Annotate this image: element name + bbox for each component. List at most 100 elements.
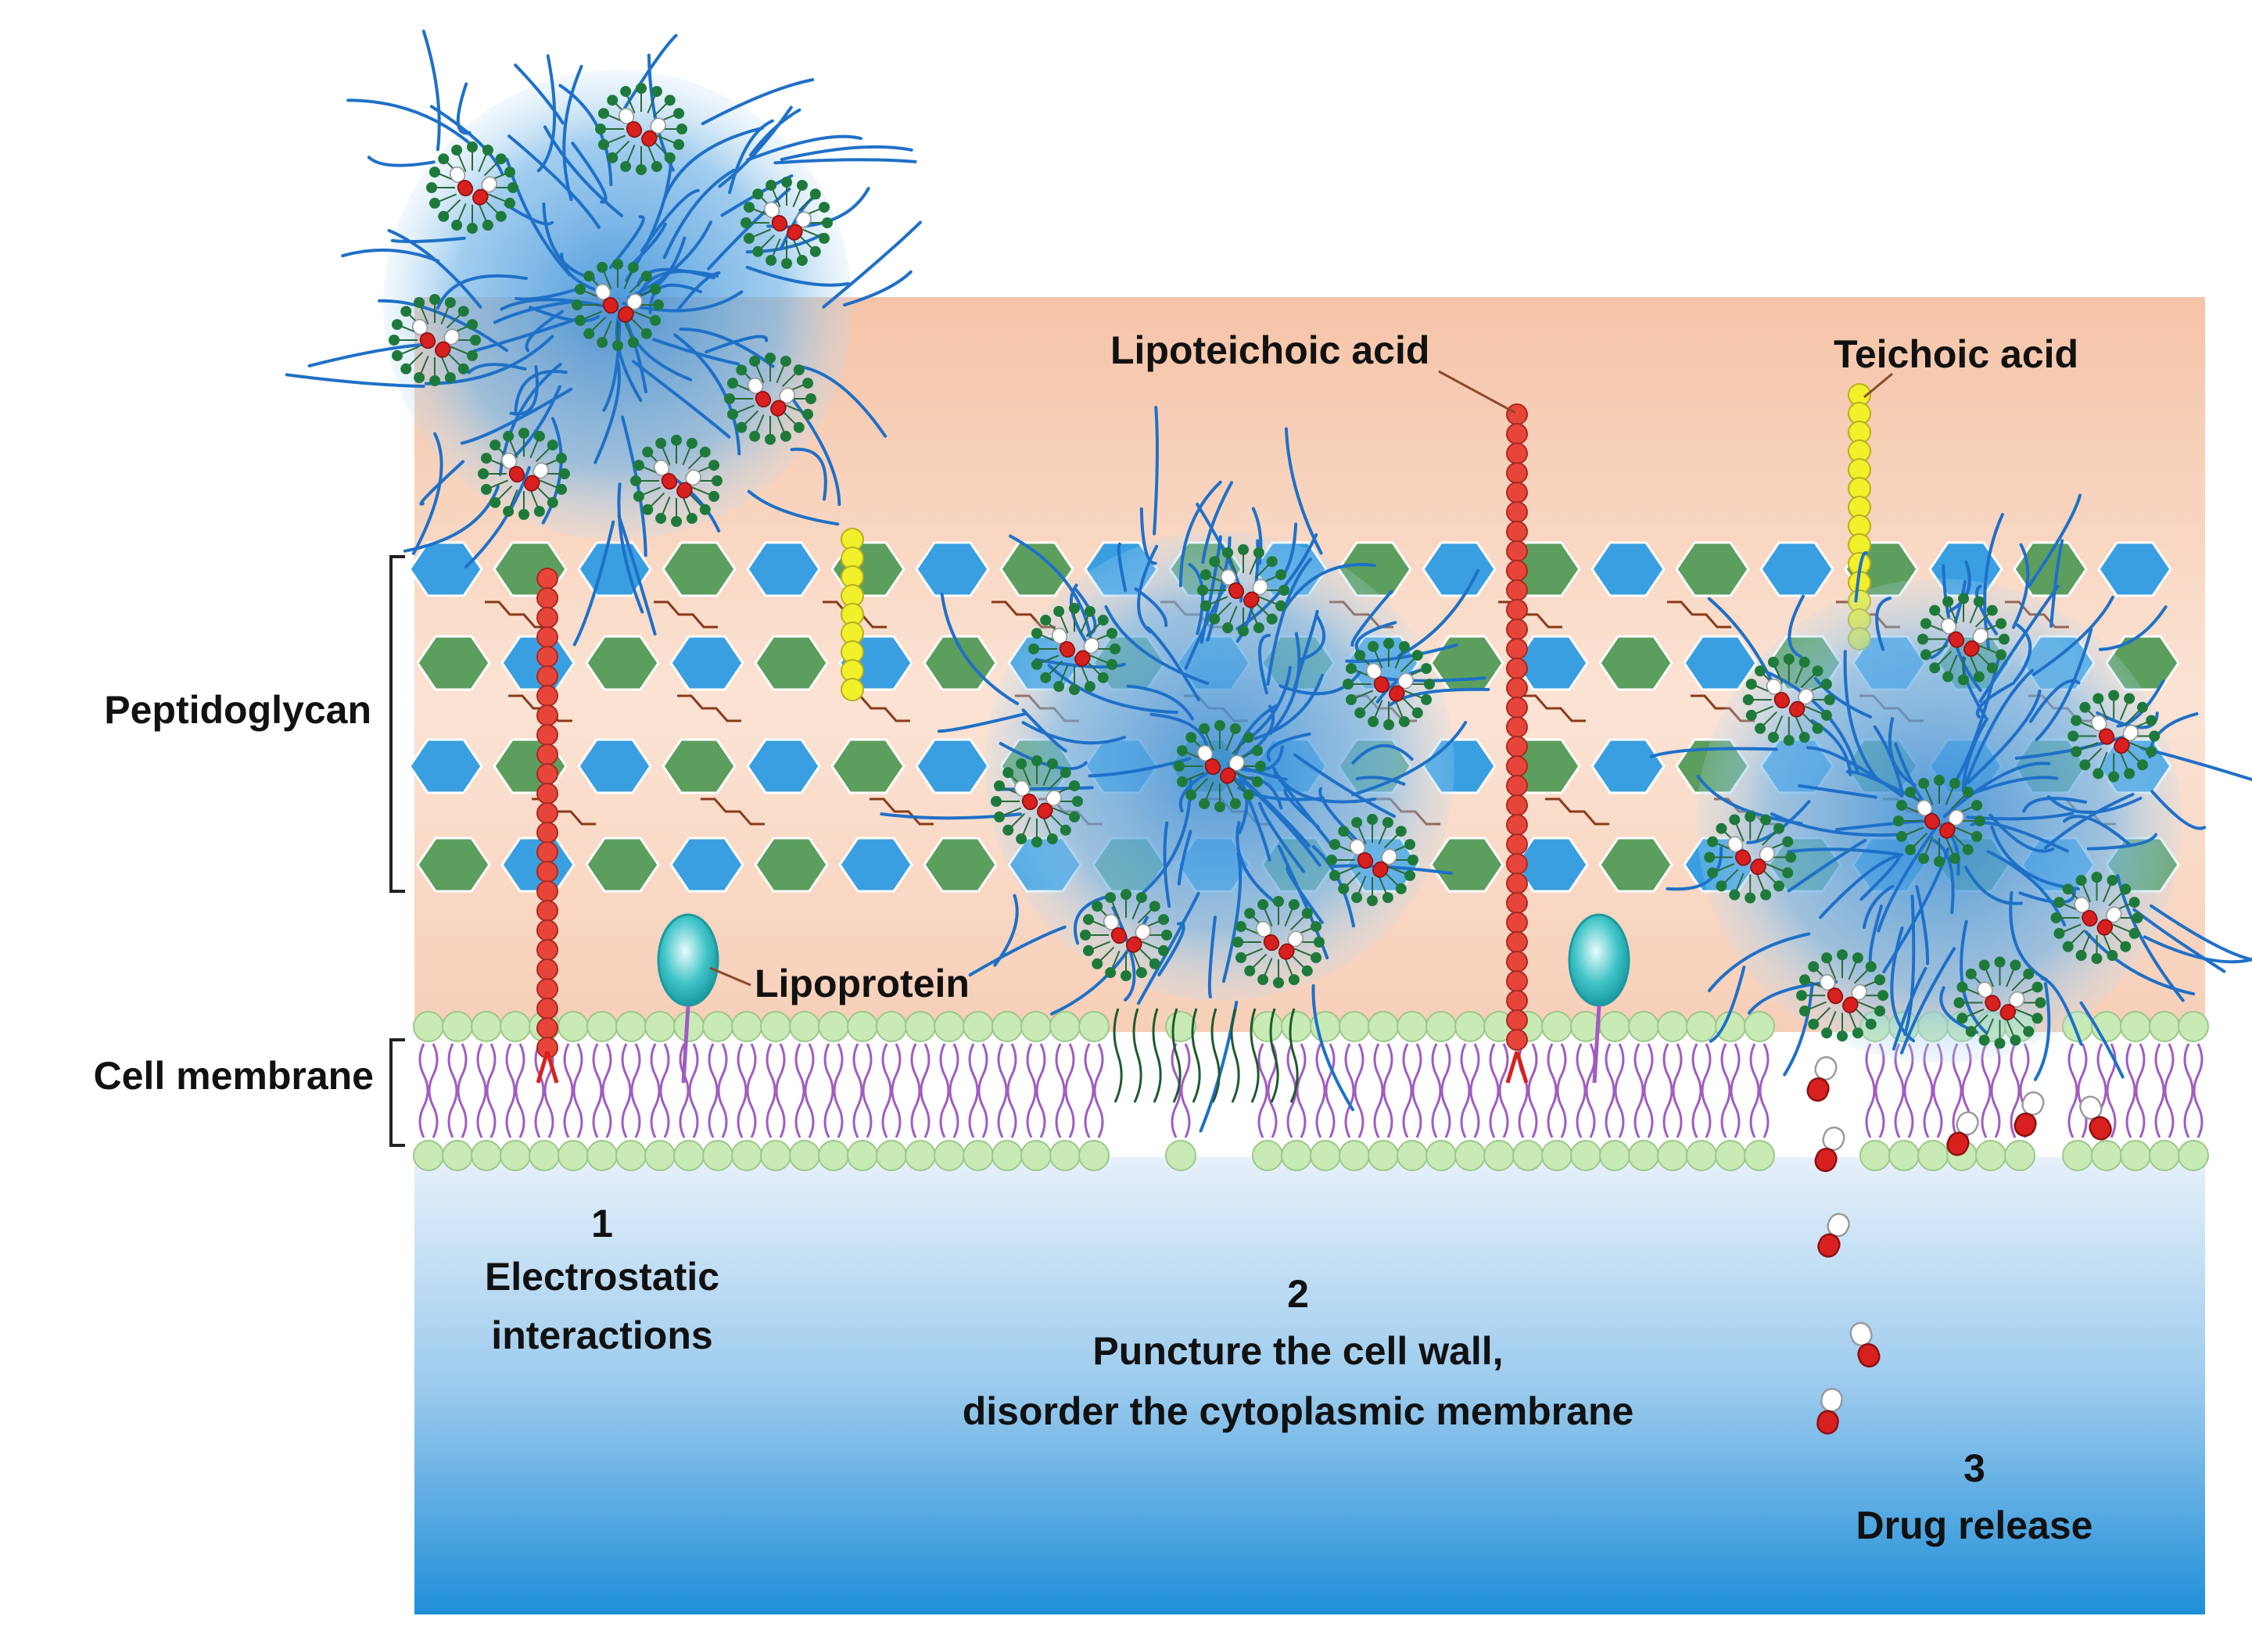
micelle-head xyxy=(467,223,478,234)
lipoteichoic-bead xyxy=(536,587,558,609)
micelle-head xyxy=(1973,671,1985,683)
micelle-head xyxy=(780,355,791,367)
lipid-head xyxy=(876,1140,907,1171)
micelle-head xyxy=(597,138,609,150)
micelle-head xyxy=(2132,912,2143,923)
polymer-chain xyxy=(822,220,922,309)
lipid-tail xyxy=(1701,1043,1712,1138)
lipid-head xyxy=(586,1011,618,1042)
drug-capsule xyxy=(435,328,460,358)
micelle-head xyxy=(1773,880,1784,892)
lipid-head xyxy=(702,1011,733,1042)
micelle-head xyxy=(1958,593,1969,604)
lipoteichoic-bead xyxy=(1506,794,1528,816)
lipid-head xyxy=(963,1011,994,1042)
micelle-head xyxy=(796,179,808,191)
micelle-head xyxy=(1197,585,1208,596)
micelle-head xyxy=(993,811,1005,822)
micelle xyxy=(1953,956,2046,1049)
polymer-chain xyxy=(1964,865,2023,905)
polymer-chain xyxy=(2049,539,2064,628)
lipid-head xyxy=(558,1011,589,1042)
lipoteichoic-bead xyxy=(536,919,558,941)
micelle-head xyxy=(2053,927,2065,939)
micelle-head xyxy=(457,363,469,374)
micelle-head xyxy=(640,271,652,282)
lipoteichoic-bead xyxy=(1506,912,1528,934)
micelle-head xyxy=(1158,914,1170,926)
lipoteichoic-bead xyxy=(1506,892,1528,914)
micelle-head xyxy=(642,446,654,458)
drug-capsule xyxy=(1243,579,1268,608)
polymer-chain xyxy=(1819,854,1902,919)
polymer-chain xyxy=(2035,628,2093,742)
polymer-chain xyxy=(1961,668,2034,792)
micelle-head xyxy=(1812,665,1823,677)
peptidoglycan-hexagon xyxy=(408,738,483,794)
micelle-head xyxy=(389,335,400,346)
micelle-head xyxy=(480,483,492,495)
micelle-head xyxy=(1222,546,1234,558)
peptide-crosslink xyxy=(1545,797,1609,826)
micelle-head xyxy=(1338,826,1350,837)
lipid-head xyxy=(2004,1140,2035,1171)
lipid-head xyxy=(586,1140,618,1171)
micelle-head xyxy=(1158,944,1170,956)
micelle-head xyxy=(1253,622,1264,634)
micelle-head xyxy=(1404,839,1416,851)
micelle-head xyxy=(2031,981,2043,993)
micelle-head xyxy=(467,349,479,361)
lipid-tail xyxy=(1547,1043,1558,1138)
polymer-chain xyxy=(1707,932,1811,993)
micelle-head xyxy=(1354,707,1366,718)
peptidoglycan-hexagon xyxy=(923,635,998,691)
micelle-head xyxy=(1275,569,1287,581)
drug-capsule xyxy=(2074,896,2098,927)
micelle-head xyxy=(1865,1018,1877,1030)
peptidoglycan-hexagon xyxy=(830,738,905,794)
micelle-head xyxy=(1837,949,1848,961)
lipoteichoic-bead xyxy=(1506,873,1528,894)
polymer-chain xyxy=(1278,671,1361,696)
polymer-chain xyxy=(1111,906,1136,1002)
polymer-chain xyxy=(1232,704,1278,763)
nanoparticle-2 xyxy=(880,406,1490,1133)
micelle-head xyxy=(1707,836,1719,848)
polymer-chain xyxy=(1104,605,1210,685)
micelle-head xyxy=(805,393,816,404)
lipid-tail xyxy=(881,1043,892,1138)
micelle-head xyxy=(1214,801,1225,812)
micelle-head xyxy=(1080,930,1091,941)
drug-capsule xyxy=(747,377,772,408)
peptide-crosslink xyxy=(701,797,765,826)
micelle-head xyxy=(2075,950,2087,962)
micelle-head xyxy=(1411,707,1423,718)
micelle-head xyxy=(1382,892,1393,904)
micelle-head xyxy=(1874,1005,1886,1017)
micelle-head xyxy=(793,364,805,376)
polymer-chain xyxy=(728,119,774,195)
micelle-head xyxy=(1745,811,1756,822)
micelle-head xyxy=(1929,662,1941,674)
micelle-head xyxy=(438,153,450,165)
lipid-tail xyxy=(601,1043,612,1138)
peptidoglycan-hexagon xyxy=(838,837,913,893)
micelle-head xyxy=(741,217,751,228)
lipid-tail xyxy=(543,1043,554,1138)
drug-capsule xyxy=(1255,920,1280,951)
lipid-head xyxy=(934,1011,965,1042)
inserted-polymer-tail xyxy=(1250,1008,1260,1103)
micelle-head xyxy=(726,408,738,420)
micelle-head xyxy=(650,314,662,326)
polymer-chain xyxy=(1354,621,1397,653)
micelle-head xyxy=(583,328,595,339)
lipid-tail xyxy=(505,1043,516,1138)
micelle-head xyxy=(1229,722,1241,734)
drug-capsule xyxy=(653,459,678,490)
polymer-chain xyxy=(411,432,443,555)
micelle-head xyxy=(1745,679,1757,690)
lipid-head xyxy=(1425,1011,1457,1042)
lipid-head xyxy=(1281,1140,1312,1171)
lipid-head xyxy=(2091,1140,2122,1171)
micelle-head xyxy=(1837,1030,1848,1042)
